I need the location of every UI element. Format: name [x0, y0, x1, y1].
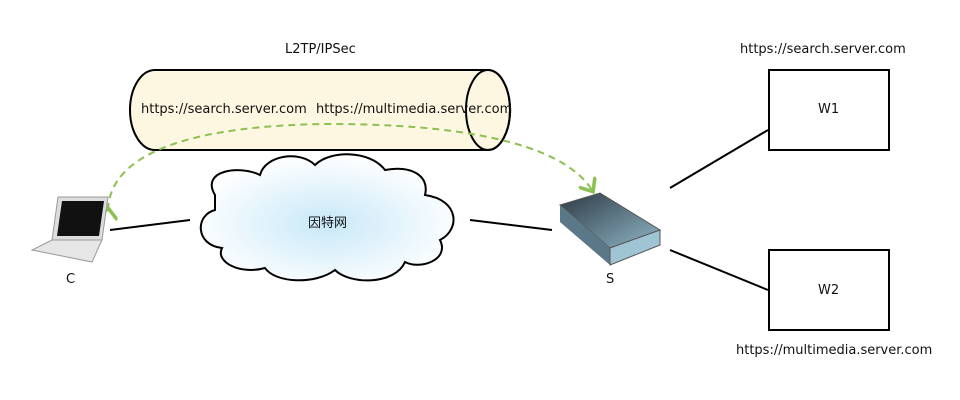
w2-label: W2 — [818, 283, 840, 298]
cloud-label: 因特网 — [308, 216, 348, 231]
server-label: S — [606, 272, 615, 287]
internet-cloud-icon — [199, 153, 455, 282]
client-label: C — [66, 272, 76, 287]
tunnel-url-search: https://search.server.com — [141, 102, 307, 117]
w1-label: W1 — [818, 102, 840, 117]
w1-url: https://search.server.com — [740, 42, 906, 57]
tunnel-label: L2TP/IPSec — [285, 42, 356, 57]
tunnel-path-arrow — [108, 122, 592, 210]
server-icon — [558, 192, 662, 266]
web-server-w1 — [768, 69, 890, 151]
web-server-w2 — [768, 249, 890, 331]
tunnel-url-multimedia: https://multimedia.server.com — [316, 102, 513, 117]
links — [109, 129, 769, 291]
vpn-tunnel — [129, 69, 511, 151]
w2-url: https://multimedia.server.com — [736, 343, 933, 358]
laptop-icon — [30, 196, 109, 263]
